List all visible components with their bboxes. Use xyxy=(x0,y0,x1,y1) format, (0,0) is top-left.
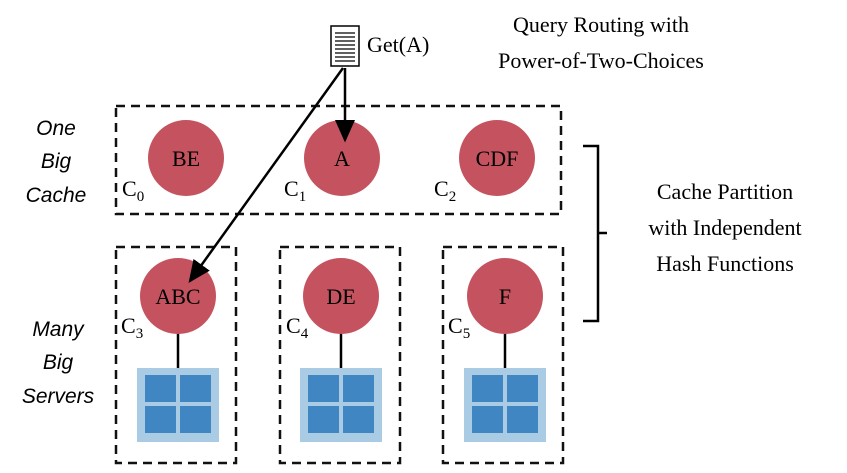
servers-label-line3: Servers xyxy=(22,385,95,408)
servers-label-line1: Many xyxy=(32,318,85,341)
cache-node-c1-keys: A xyxy=(334,146,350,171)
cache-node-c4 xyxy=(303,258,379,334)
big-cache-label-line3: Cache xyxy=(26,184,87,207)
cache-node-c2 xyxy=(459,120,535,196)
partition-label-line1: Cache Partition xyxy=(657,179,793,204)
cache-node-c2-keys: CDF xyxy=(476,146,519,171)
cache-node-c0 xyxy=(148,120,224,196)
cache-node-c0-label: C0 xyxy=(122,176,144,205)
server-icon-c3 xyxy=(137,368,219,442)
partition-label-line3: Hash Functions xyxy=(656,251,794,276)
partition-bracket xyxy=(583,144,607,323)
route-arrow-to-c3 xyxy=(188,67,345,284)
partition-label-line2: with Independent xyxy=(648,215,801,240)
server-box-c5 xyxy=(441,245,565,465)
cache-node-c2-label: C2 xyxy=(434,176,456,205)
server-icon-c5 xyxy=(464,368,546,442)
document-icon xyxy=(330,25,360,67)
big-cache-label-line1: One xyxy=(36,117,76,140)
servers-label-line2: Big xyxy=(43,351,74,374)
cache-node-c5-keys: F xyxy=(499,284,511,309)
cache-node-c1-label: C1 xyxy=(284,176,306,205)
cache-node-c3-label: C3 xyxy=(121,313,143,342)
cache-node-c5-label: C5 xyxy=(448,313,470,342)
cache-node-c5 xyxy=(467,258,543,334)
query-label: Get(A) xyxy=(367,32,429,57)
cache-node-c4-label: C4 xyxy=(286,313,309,342)
query-title-line1: Query Routing with xyxy=(513,12,689,37)
big-cache-box xyxy=(114,104,563,216)
query-title-line2: Power-of-Two-Choices xyxy=(498,48,704,73)
cache-node-c3-keys: ABC xyxy=(155,284,200,309)
cache-node-c0-keys: BE xyxy=(172,146,200,171)
server-box-c4 xyxy=(278,245,402,465)
cache-node-c1 xyxy=(304,120,380,196)
server-icon-c4 xyxy=(300,368,382,442)
big-cache-label-line2: Big xyxy=(41,150,72,173)
server-box-c3 xyxy=(114,245,238,465)
cache-node-c4-keys: DE xyxy=(326,284,355,309)
